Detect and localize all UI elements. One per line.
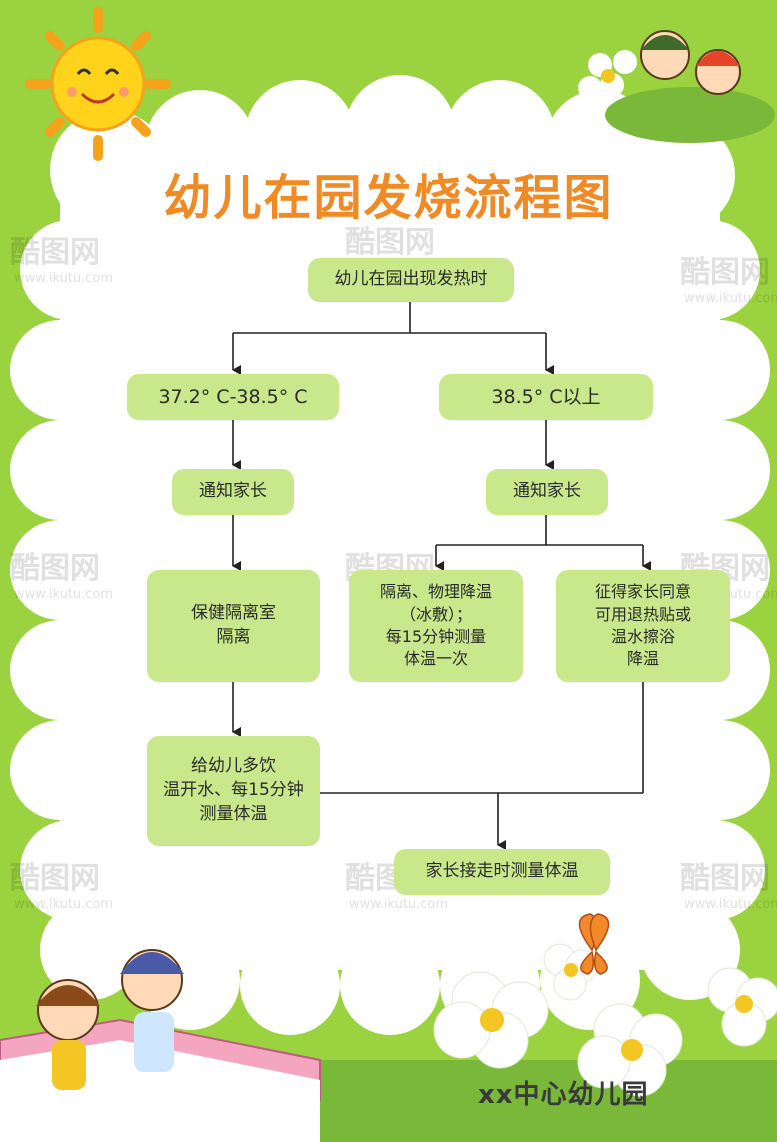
watermark-brand: 酷图网 bbox=[10, 551, 100, 586]
watermark-brand: 酷图网 bbox=[10, 235, 100, 270]
watermark-url: www.ikutu.com bbox=[14, 587, 113, 602]
kindergarten-name: xx中心幼儿园 bbox=[478, 1080, 649, 1110]
node-notify-left: 通知家长 bbox=[172, 469, 294, 515]
watermark-url: www.ikutu.com bbox=[684, 291, 777, 306]
kids-airplane-illustration bbox=[578, 30, 775, 143]
node-isolation-room-label: 保健隔离室 隔离 bbox=[191, 603, 276, 647]
node-start: 幼儿在园出现发热时 bbox=[308, 258, 514, 302]
node-notify-right-label: 通知家长 bbox=[513, 481, 581, 502]
node-start-label: 幼儿在园出现发热时 bbox=[334, 269, 488, 290]
watermark-url: www.ikutu.com bbox=[14, 271, 113, 286]
node-range-high: 38.5° C以上 bbox=[439, 374, 653, 420]
watermark-url: www.ikutu.com bbox=[684, 897, 777, 912]
flow-connectors bbox=[232, 302, 651, 850]
watermark-brand: 酷图网 bbox=[680, 255, 770, 290]
watermark-brand: 酷图网 bbox=[345, 225, 435, 260]
watermark-brand: 酷图网 bbox=[680, 861, 770, 896]
node-physical-cooling-label: 隔离、物理降温 （冰敷）； 每15分钟测量 体温一次 bbox=[379, 582, 492, 669]
kids-reading-illustration bbox=[0, 949, 321, 1142]
node-pickup-label: 家长接走时测量体温 bbox=[425, 861, 579, 882]
node-drink-water-label: 给幼儿多饮 温开水、每15分钟 测量体温 bbox=[163, 756, 304, 824]
sun-icon bbox=[25, 7, 171, 161]
poster-title: 幼儿在园发烧流程图 bbox=[163, 170, 614, 226]
node-isolation-room: 保健隔离室 隔离 bbox=[147, 570, 320, 682]
node-range-low-label: 37.2° C-38.5° C bbox=[158, 385, 308, 408]
node-notify-right: 通知家长 bbox=[486, 469, 608, 515]
node-physical-cooling: 隔离、物理降温 （冰敷）； 每15分钟测量 体温一次 bbox=[349, 570, 523, 682]
watermark-url: www.ikutu.com bbox=[349, 897, 448, 912]
butterfly-icon bbox=[578, 913, 610, 975]
node-parent-consent-label: 征得家长同意 可用退热贴或 温水擦浴 降温 bbox=[594, 582, 691, 669]
watermark-url: www.ikutu.com bbox=[14, 897, 113, 912]
node-parent-consent: 征得家长同意 可用退热贴或 温水擦浴 降温 bbox=[556, 570, 730, 682]
node-range-low: 37.2° C-38.5° C bbox=[127, 374, 339, 420]
node-pickup: 家长接走时测量体温 bbox=[394, 849, 610, 895]
node-notify-left-label: 通知家长 bbox=[199, 481, 267, 502]
node-drink-water: 给幼儿多饮 温开水、每15分钟 测量体温 bbox=[147, 736, 320, 846]
node-range-high-label: 38.5° C以上 bbox=[491, 385, 601, 408]
watermark-brand: 酷图网 bbox=[10, 861, 100, 896]
